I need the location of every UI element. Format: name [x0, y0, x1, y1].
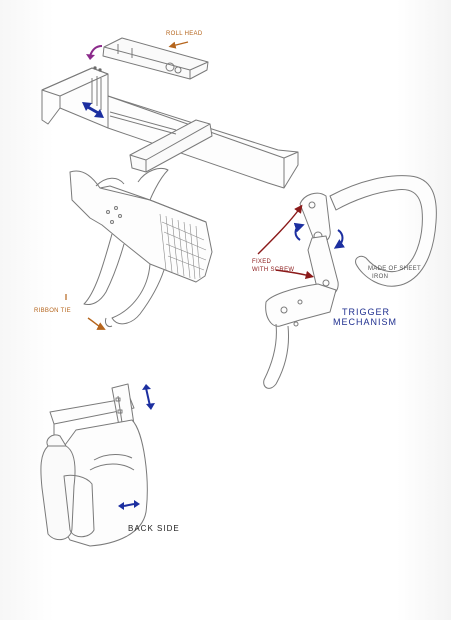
trigger-mechanism — [263, 175, 437, 389]
back-side-view — [40, 383, 148, 547]
trigger-mechanism-label-line1: TRIGGER — [342, 307, 391, 317]
move-arrow-icon — [118, 500, 140, 510]
pointer-arrow-icon — [257, 204, 303, 255]
ribbon-tie-label: RIBBON TIE — [34, 308, 71, 314]
arrowhead-icon — [86, 54, 95, 60]
move-arrow-icon — [142, 384, 155, 410]
sheet-iron-label-line2: IRON — [372, 274, 389, 280]
fixed-with-screw-label-line1: FIXED — [252, 259, 272, 265]
pointer-arrow-icon — [87, 317, 106, 330]
pointer-arrow-icon — [168, 41, 189, 49]
pointer-arrow-icon — [275, 269, 315, 280]
trigger-mechanism-label-line2: MECHANISM — [333, 317, 398, 327]
back-side-label: BACK SIDE — [128, 524, 180, 533]
rotate-arrow-icon — [89, 45, 103, 57]
rotate-arrow-icon — [293, 222, 305, 241]
sheet-iron-label-line1: MADE OF SHEET — [368, 266, 421, 272]
move-arrow-icon — [82, 102, 104, 118]
roll-head-assembly — [41, 37, 299, 189]
magazine-tube — [69, 168, 213, 327]
rotate-arrow-icon — [333, 229, 345, 249]
roll-head-label: ROLL HEAD — [166, 31, 203, 37]
fixed-with-screw-label-line2: WITH SCREW — [252, 267, 295, 273]
